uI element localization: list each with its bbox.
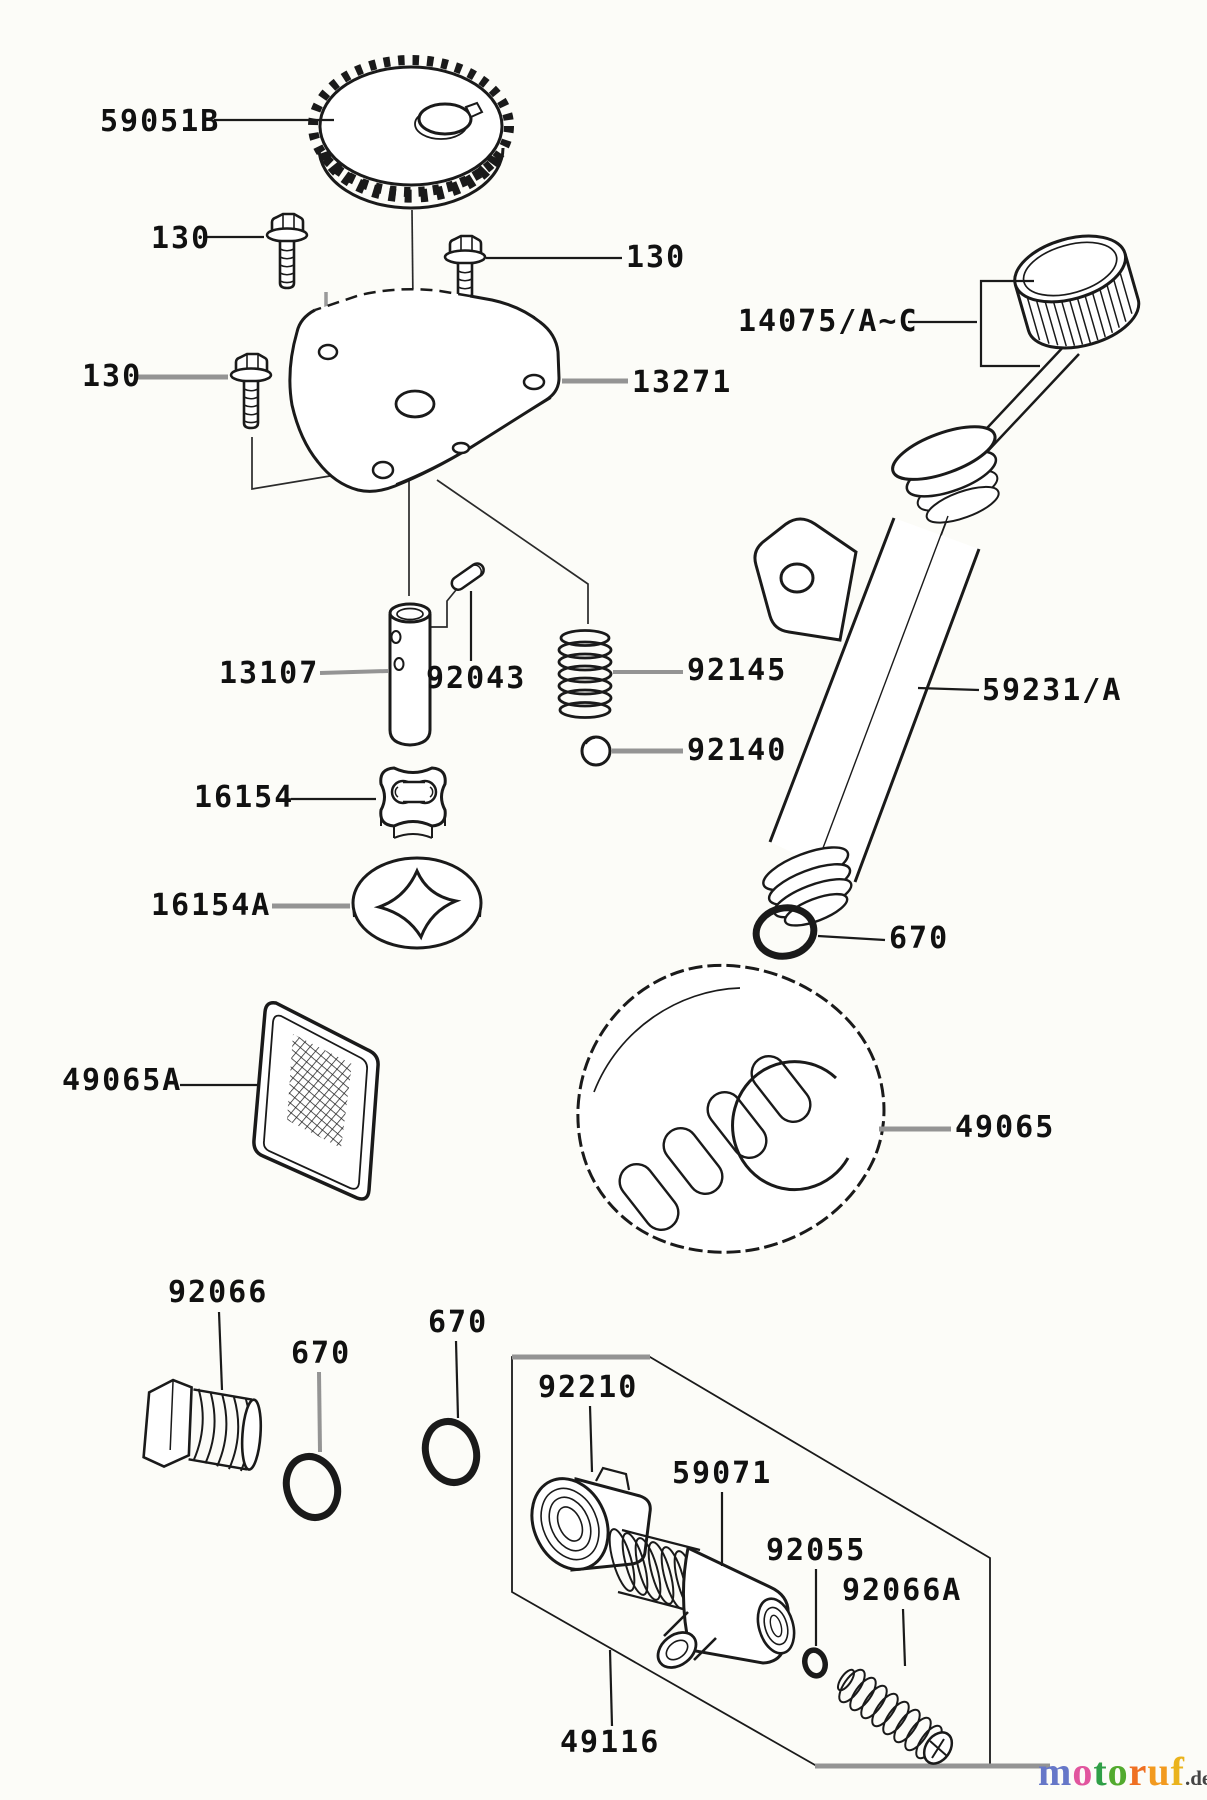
oring-left-drawing	[282, 1453, 342, 1521]
leader-oring-tube	[817, 934, 886, 942]
oil-filter-drawing	[576, 963, 886, 1254]
label-13107: 13107	[219, 656, 320, 691]
bolt-130-top-drawing	[265, 212, 309, 290]
tube-bracket-tab-drawing	[753, 517, 858, 642]
screen-drawing	[252, 1000, 380, 1201]
plug-drawing	[142, 1378, 263, 1472]
logo-suffix: .de	[1185, 1766, 1207, 1790]
pump-shaft-drawing	[388, 602, 432, 747]
oil-filler-cap-drawing	[1013, 234, 1141, 350]
label-670-tube: 670	[889, 921, 950, 956]
watermark-motoruf: motoruf.de	[1038, 1752, 1207, 1792]
label-49116: 49116	[560, 1725, 661, 1760]
label-92055: 92055	[766, 1533, 867, 1568]
label-59071: 59071	[672, 1456, 773, 1491]
label-92140: 92140	[687, 733, 788, 768]
logo-letter: u	[1147, 1749, 1171, 1794]
label-14075: 14075/A~C	[738, 304, 919, 339]
outer-rotor-drawing	[351, 856, 483, 950]
leader-oring-mid	[454, 1340, 460, 1419]
gear-drawing	[308, 55, 514, 210]
logo-letter: r	[1128, 1749, 1148, 1794]
label-130-top: 130	[151, 221, 212, 256]
logo-letter: o	[1107, 1749, 1129, 1794]
pin-drawing	[450, 562, 485, 591]
oring-small-drawing	[802, 1647, 828, 1679]
leader-shaft	[319, 669, 389, 675]
label-92145: 92145	[687, 653, 788, 688]
label-59051b: 59051B	[100, 104, 221, 139]
valve-body-drawing	[608, 1528, 796, 1669]
inner-rotor-drawing	[379, 766, 447, 839]
logo-letter: m	[1038, 1749, 1073, 1794]
leader-lines	[134, 118, 1040, 1727]
logo-letter: t	[1093, 1749, 1108, 1794]
leader-oring-left	[317, 1371, 322, 1453]
oring-mid-drawing	[421, 1418, 481, 1486]
label-670-mid: 670	[428, 1305, 489, 1340]
label-16154: 16154	[194, 780, 295, 815]
leader-tube	[917, 686, 980, 692]
cap-bracket	[979, 279, 1040, 368]
label-130-left: 130	[82, 359, 143, 394]
label-59231a: 59231/A	[982, 673, 1123, 708]
ball-drawing	[580, 735, 612, 767]
label-92066: 92066	[168, 1275, 269, 1310]
valve-plug-drawing	[836, 1668, 954, 1765]
label-49065: 49065	[955, 1110, 1056, 1145]
label-16154a: 16154A	[151, 888, 272, 923]
tube-threaded-end-drawing	[762, 846, 853, 927]
leader-kit	[608, 1649, 614, 1727]
collar-drawing	[530, 1466, 652, 1572]
leader-plug	[217, 1311, 224, 1391]
plate-drawing	[288, 287, 561, 493]
leader-collar	[588, 1405, 594, 1473]
label-130-right: 130	[626, 240, 687, 275]
spring-drawing	[557, 629, 613, 719]
bolt-130-left-drawing	[229, 352, 273, 430]
label-92043: 92043	[426, 661, 527, 696]
filler-neck-drawing	[891, 425, 1000, 524]
label-13271: 13271	[632, 365, 733, 400]
oring-tube-drawing	[752, 904, 818, 960]
logo-letter: o	[1072, 1749, 1094, 1794]
label-92210: 92210	[538, 1370, 639, 1405]
label-49065a: 49065A	[62, 1063, 183, 1098]
kit-box-outline	[511, 1354, 1050, 1769]
label-670-left: 670	[291, 1336, 352, 1371]
logo-letter: f	[1170, 1749, 1185, 1794]
leader-valve-plug	[901, 1608, 907, 1667]
label-92066a: 92066A	[842, 1573, 963, 1608]
dipstick-assembly-drawing	[753, 234, 1141, 927]
